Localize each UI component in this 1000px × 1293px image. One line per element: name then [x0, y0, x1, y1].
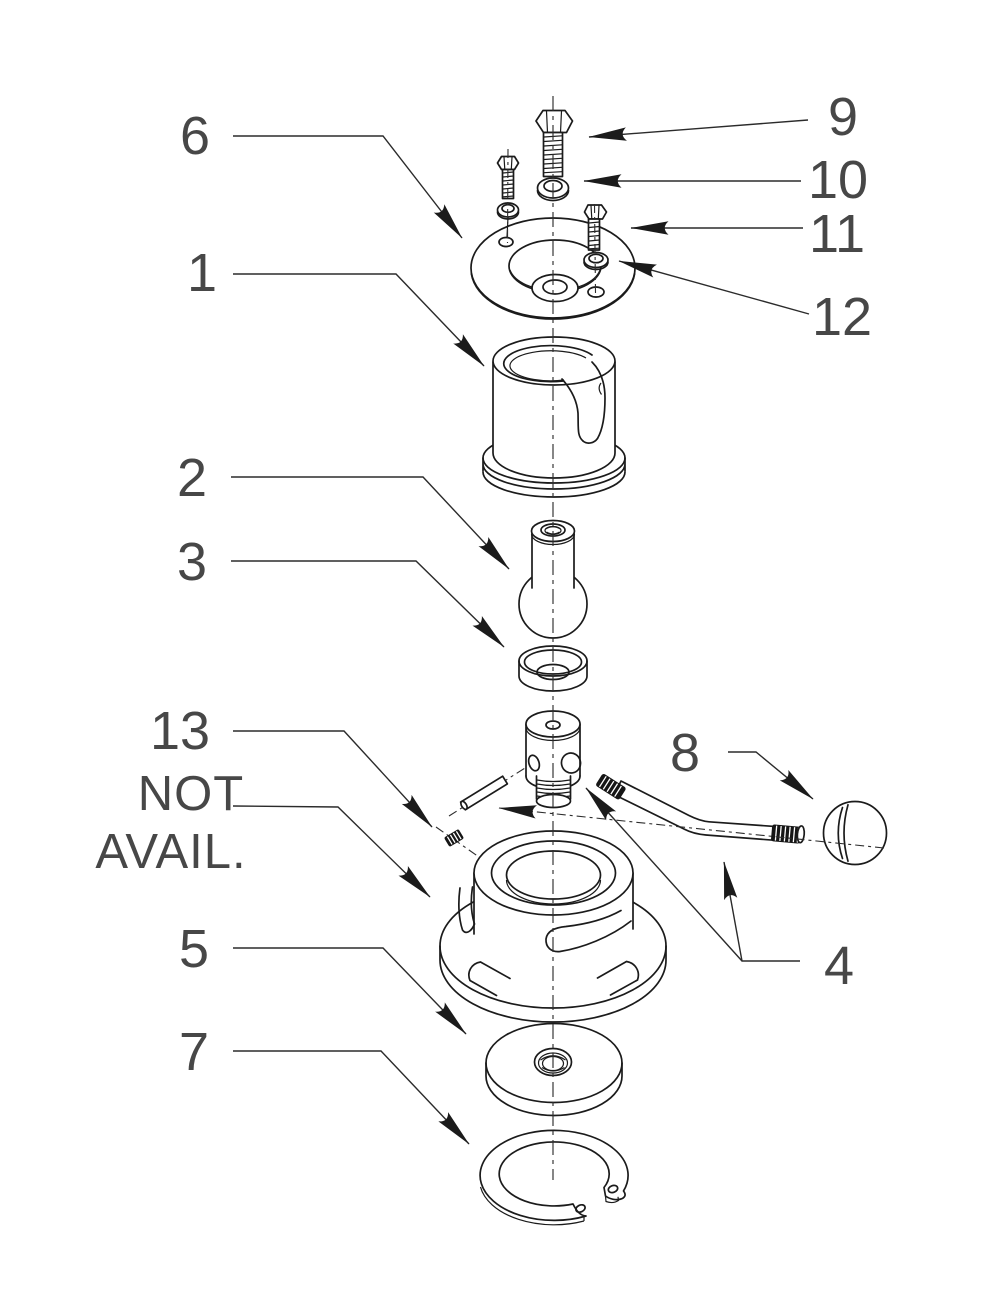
callout-10: 10 — [808, 150, 868, 210]
leader-not-avail — [232, 805, 431, 898]
ball-stud-2-neck — [531, 530, 575, 589]
base-spiral-slot — [545, 909, 632, 953]
lock-disc-item5 — [485, 1022, 623, 1117]
leader-1 — [233, 273, 485, 367]
handle-rod-item4 — [596, 774, 806, 844]
callout-12: 12 — [812, 287, 872, 347]
leader-7 — [233, 1050, 470, 1145]
housing-1-body — [493, 362, 615, 478]
callout-not-avail-line2: AVAIL. — [95, 825, 246, 879]
washer-item12 — [583, 251, 609, 271]
hex-bolt-9-head — [535, 109, 574, 134]
housing-1-inner-rim — [502, 344, 593, 383]
retaining-ring-item7 — [479, 1129, 629, 1226]
flange-6-hub — [531, 273, 579, 303]
handle-rod-body — [613, 780, 797, 843]
nut-4-threaded-stem — [535, 775, 572, 800]
callout-5: 5 — [179, 919, 209, 979]
housing-1-slot-right-edge — [591, 361, 606, 440]
base-bayonet-slot-lower-right — [596, 960, 640, 996]
leader-13 — [233, 730, 433, 828]
flange-6-center-hole — [542, 279, 568, 295]
ball-knob-body — [822, 800, 888, 866]
centerlines — [506, 96, 597, 1180]
callout-11: 11 — [809, 204, 865, 264]
nut-4-cross-hole-left — [527, 754, 541, 772]
hex-bolt-item11 — [583, 204, 608, 251]
ball-knob-face-lines — [837, 803, 849, 863]
callout-not-avail-line1: NOT — [138, 767, 244, 821]
leader-5 — [233, 947, 467, 1035]
leader-lines — [231, 119, 885, 1145]
callout-8: 8 — [670, 723, 700, 783]
leader-3 — [231, 560, 505, 648]
callout-2: 2 — [177, 448, 207, 508]
callout-3: 3 — [177, 532, 207, 592]
hex-bolt-11-head — [583, 204, 608, 220]
housing-1-slot-left-edge — [561, 378, 584, 442]
clamp-nut-item4 — [525, 710, 582, 809]
callout-labels: 6 1 2 3 13 NOT AVAIL. 5 7 9 10 11 12 8 4 — [95, 87, 872, 1082]
nut-4-cross-hole-right — [560, 752, 582, 774]
leader-2 — [231, 476, 510, 570]
hex-bolt-item9 — [535, 109, 574, 178]
callout-9: 9 — [828, 87, 858, 147]
leader-9 — [588, 119, 809, 141]
small-bolt-centerline — [506, 148, 509, 244]
base-bayonet-slot-lower-left — [468, 961, 511, 997]
callout-1: 1 — [187, 243, 217, 303]
disc-5-top-face — [485, 1022, 623, 1104]
ball-knob-item8 — [822, 800, 888, 866]
callout-7: 7 — [179, 1022, 209, 1082]
callout-4: 4 — [824, 936, 854, 996]
handle-insertion-axis-arrow — [498, 805, 885, 849]
base-flange-thickness — [439, 945, 667, 1023]
ring-7-lug-hole-bottom — [575, 1203, 586, 1214]
ring-7-body — [479, 1129, 629, 1222]
disc-5-thickness — [485, 1062, 623, 1117]
leader-12 — [618, 260, 810, 315]
leader-4b — [723, 861, 743, 962]
callout-6: 6 — [180, 106, 210, 166]
set-screw-item13 — [444, 829, 464, 847]
leader-8 — [728, 751, 814, 800]
pin-axis-line — [448, 762, 534, 817]
bolt-11-centerline — [593, 203, 597, 294]
base-bayonet-slot-upper-left — [458, 886, 476, 934]
dowel-pin-body — [459, 775, 509, 811]
leader-6 — [233, 135, 463, 239]
handle-rod-tip — [796, 825, 806, 844]
swivel-housing-item1 — [482, 336, 626, 498]
ring-7-lug-hole-right — [607, 1184, 619, 1194]
dowel-pin — [459, 775, 509, 811]
callout-13: 13 — [150, 701, 210, 761]
washer-12-hole — [588, 253, 604, 264]
